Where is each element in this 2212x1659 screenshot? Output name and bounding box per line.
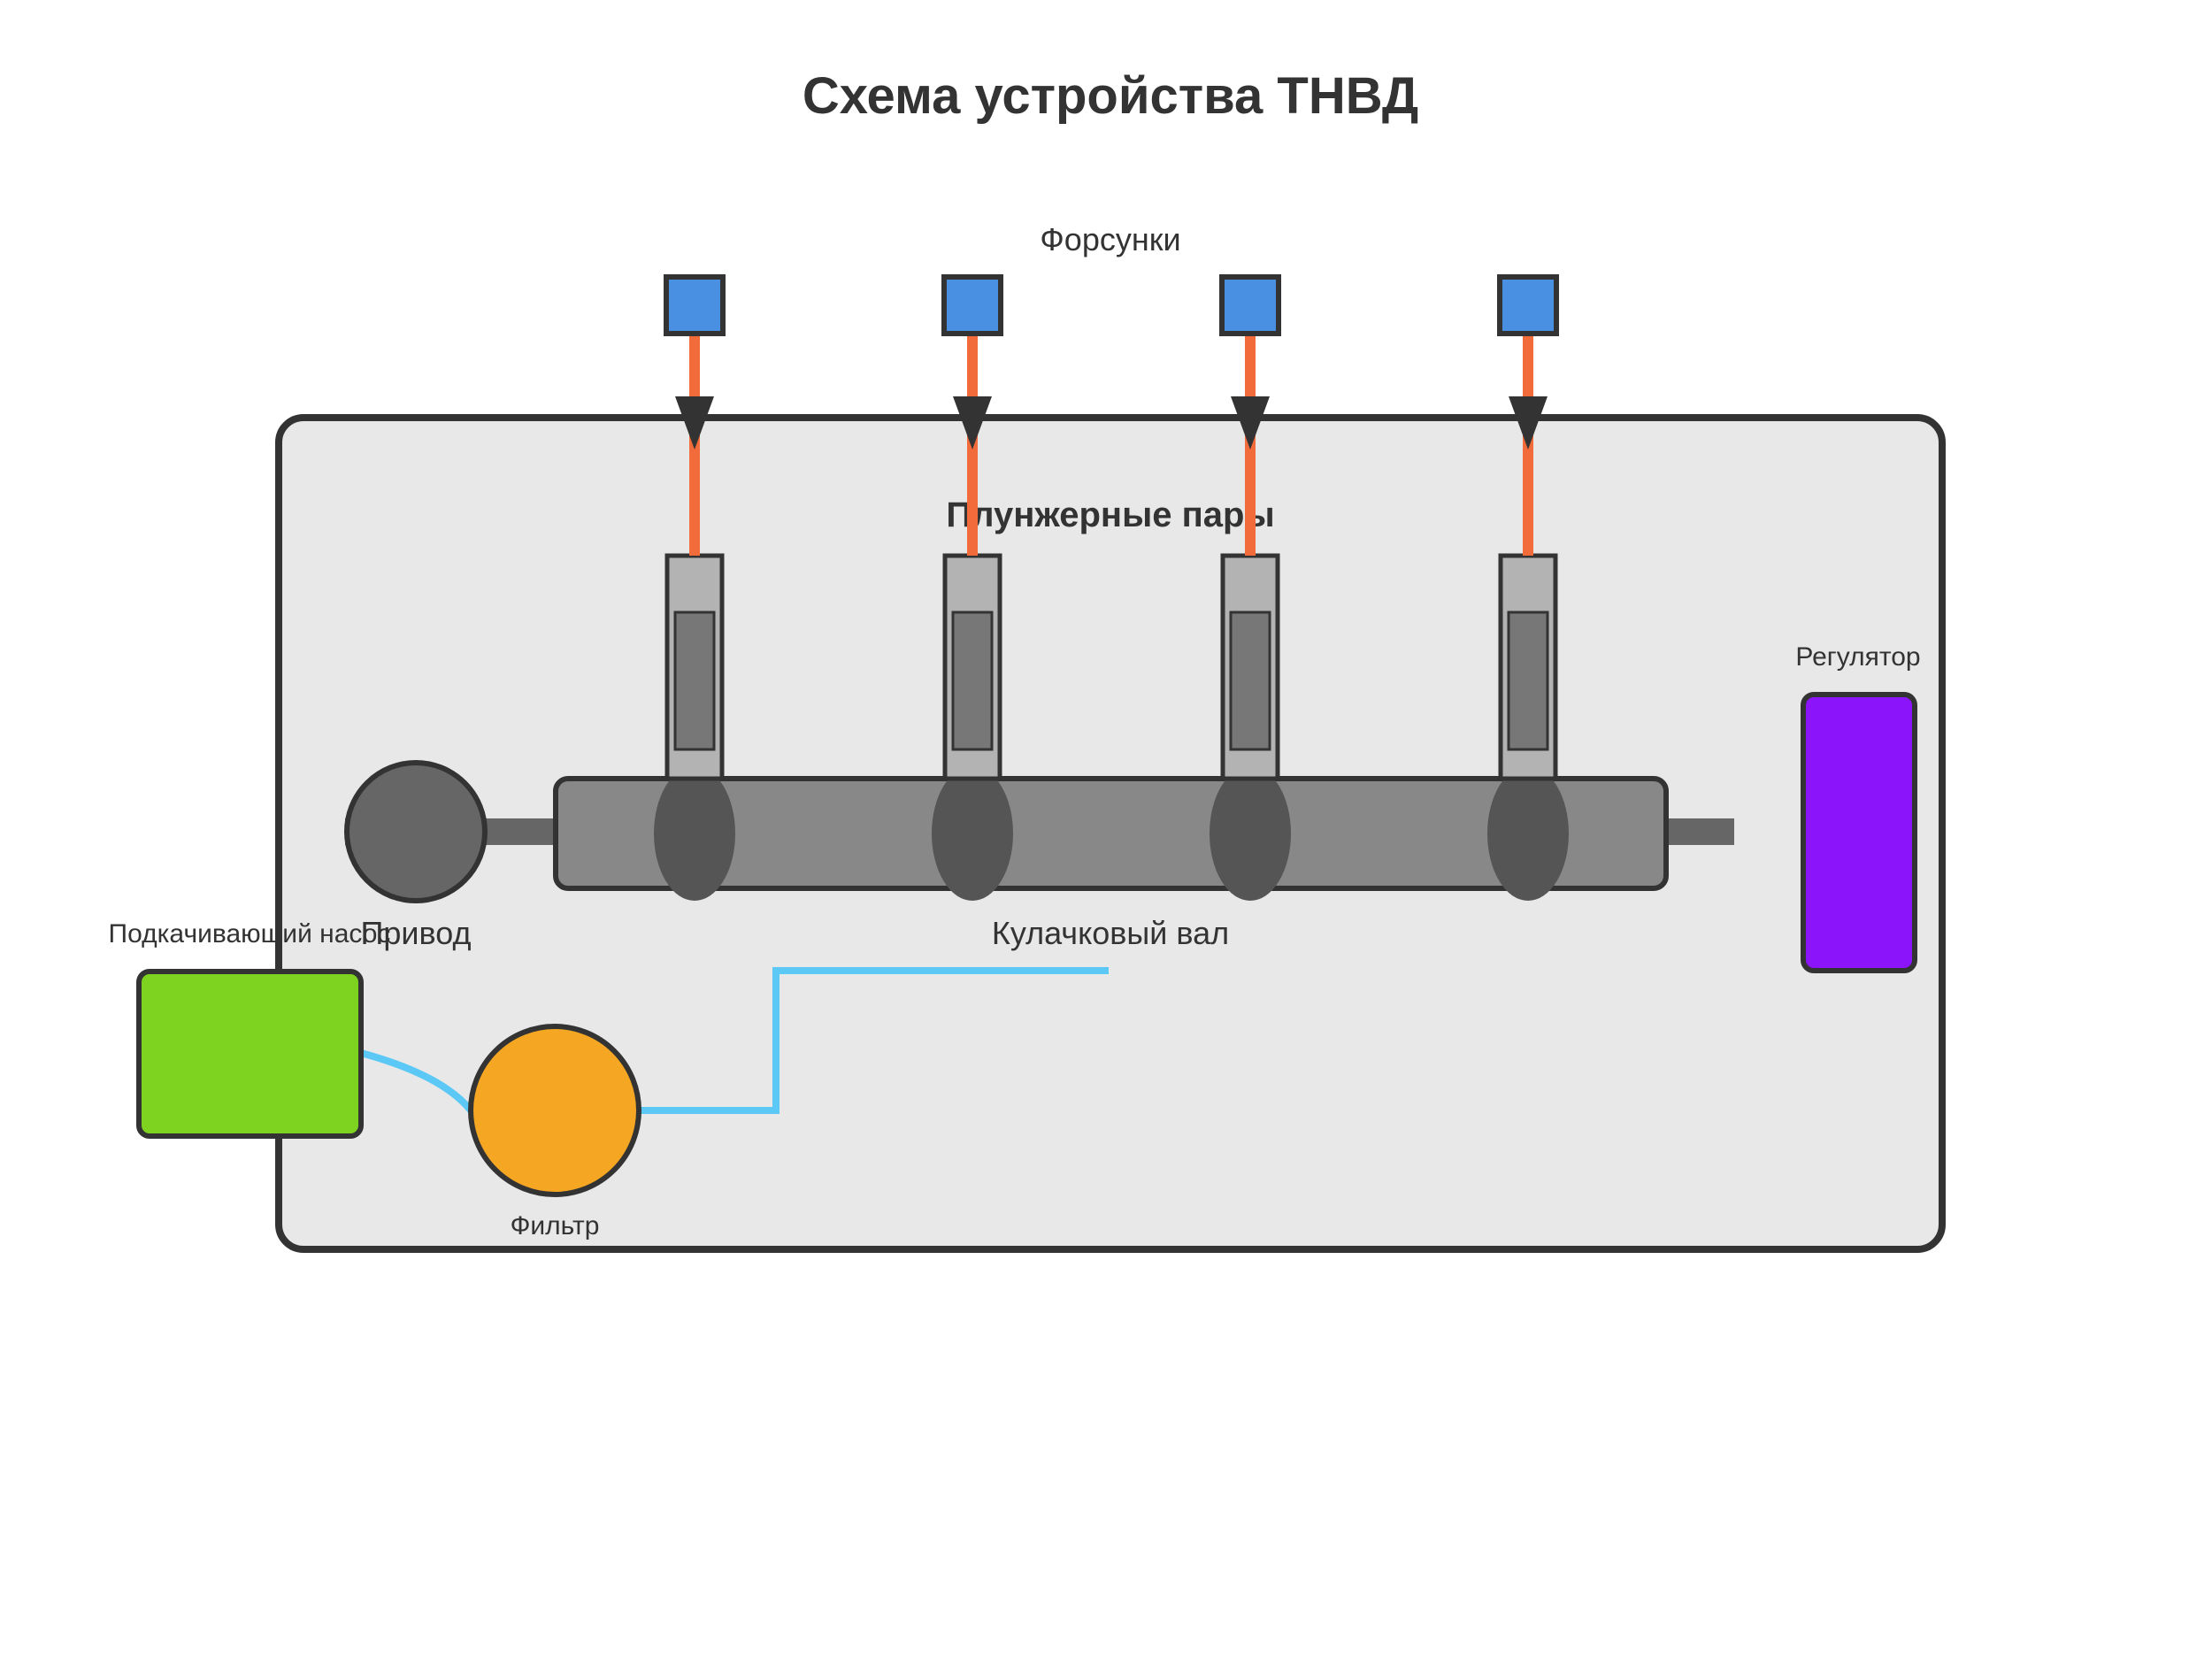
- filter-label: Фильтр: [511, 1211, 600, 1240]
- injector: [1497, 274, 1559, 336]
- cam-lobe: [932, 766, 1013, 901]
- flow-arrow-icon: [1509, 396, 1548, 449]
- feed-line: [359, 1049, 474, 1113]
- flow-arrow-icon: [1231, 396, 1270, 449]
- feed-pump-label: Подкачивающий насос: [109, 919, 391, 949]
- plunger: [1507, 611, 1549, 751]
- injectors-label: Форсунки: [1040, 221, 1180, 257]
- drive-shaft-right: [1663, 818, 1734, 845]
- drive: [344, 760, 488, 903]
- cam-lobe: [1210, 766, 1291, 901]
- cam-lobe: [654, 766, 735, 901]
- plunger-pair: [1498, 553, 1558, 781]
- supply-line: [639, 967, 1109, 1114]
- injector: [664, 274, 726, 336]
- plunger: [951, 611, 994, 751]
- filter: [468, 1024, 641, 1197]
- injector: [1219, 274, 1281, 336]
- plunger-pair: [942, 553, 1002, 781]
- regulator: [1801, 692, 1917, 973]
- regulator-label: Регулятор: [1795, 642, 1920, 672]
- feed-pump: [136, 969, 364, 1139]
- flow-arrow-icon: [675, 396, 714, 449]
- plunger: [1229, 611, 1271, 751]
- plunger: [673, 611, 716, 751]
- injector: [941, 274, 1003, 336]
- flow-arrow-icon: [953, 396, 992, 449]
- plunger-pair: [1220, 553, 1280, 781]
- plunger-pairs-label: Плунжерные пары: [946, 495, 1274, 534]
- camshaft-label: Кулачковый вал: [992, 915, 1229, 951]
- cam-lobe: [1487, 766, 1569, 901]
- camshaft: [553, 776, 1669, 891]
- drive-label: Привод: [361, 915, 472, 951]
- plunger-pair: [664, 553, 725, 781]
- diagram-title: Схема устройства ТНВД: [803, 67, 1418, 125]
